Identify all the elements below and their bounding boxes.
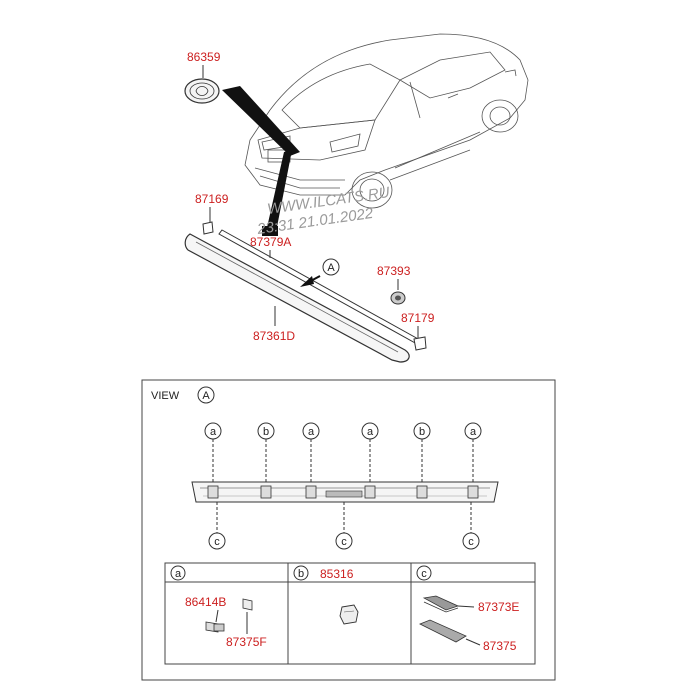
svg-text:c: c — [341, 536, 347, 548]
bottom-callouts: c c c — [208, 502, 480, 550]
svg-text:a: a — [308, 426, 315, 438]
part-number-87375F: 87375F — [226, 635, 267, 649]
pad-part-87375F — [242, 598, 253, 634]
svg-text:a: a — [470, 426, 477, 438]
emblem-leader-swoosh — [222, 86, 300, 156]
screw-part-86414B — [205, 609, 225, 633]
svg-text:c: c — [468, 536, 474, 548]
callout-top-5: b — [413, 422, 431, 483]
grommet-part — [390, 291, 406, 305]
legend-table: a 86414B 87375F b 85316 — [164, 562, 536, 665]
top-callouts: a b a a b a — [204, 422, 482, 483]
legend-key-c: c — [421, 568, 427, 580]
callout-bottom-2: c — [335, 502, 353, 550]
legend-col-b: b 85316 — [293, 565, 359, 625]
view-a-frame — [141, 379, 556, 681]
svg-text:a: a — [367, 426, 374, 438]
garnish-rear-view — [191, 481, 499, 503]
garnish-leader-block — [262, 226, 278, 236]
view-a-pointer-letter: A — [327, 262, 335, 274]
callout-bottom-1: c — [208, 502, 226, 550]
callout-top-4: a — [361, 422, 379, 483]
callout-top-1: a — [204, 422, 222, 483]
car-illustration — [244, 33, 529, 209]
garnish-leader-swoosh — [266, 150, 292, 232]
part-number-87179: 87179 — [401, 311, 435, 325]
legend-col-c: c 87373E 87375 — [416, 565, 519, 653]
part-number-86359: 86359 — [187, 50, 221, 64]
pad-part-87373E — [422, 595, 475, 613]
part-number-87379A: 87379A — [250, 235, 291, 249]
clip-part-85316 — [339, 604, 359, 625]
svg-text:a: a — [210, 426, 217, 438]
view-letter-circle — [197, 386, 215, 404]
svg-text:c: c — [214, 536, 220, 548]
legend-col-a: a 86414B 87375F — [170, 565, 267, 649]
part-number-87373E: 87373E — [478, 600, 519, 614]
view-a-pointer: A — [300, 258, 340, 287]
part-number-87169: 87169 — [195, 192, 229, 206]
trunk-garnish-part — [184, 233, 410, 363]
part-number-87393: 87393 — [377, 264, 411, 278]
view-title: VIEW — [151, 390, 180, 402]
callout-bottom-3: c — [462, 502, 480, 550]
part-number-86414B: 86414B — [185, 595, 226, 609]
strip-part-87375 — [419, 619, 481, 646]
part-number-85316: 85316 — [320, 567, 354, 581]
callout-top-3: a — [302, 422, 320, 483]
emblem-part — [184, 78, 220, 104]
legend-key-b: b — [298, 568, 304, 580]
part-number-87375: 87375 — [483, 639, 517, 653]
left-clip-part — [202, 221, 214, 235]
view-letter: A — [202, 390, 210, 402]
right-clip-part — [413, 336, 427, 351]
part-number-87361D: 87361D — [253, 329, 295, 343]
legend-key-a: a — [175, 568, 182, 580]
svg-text:b: b — [419, 426, 425, 438]
svg-text:b: b — [263, 426, 269, 438]
callout-top-6: a — [464, 422, 482, 483]
callout-top-2: b — [257, 422, 275, 483]
